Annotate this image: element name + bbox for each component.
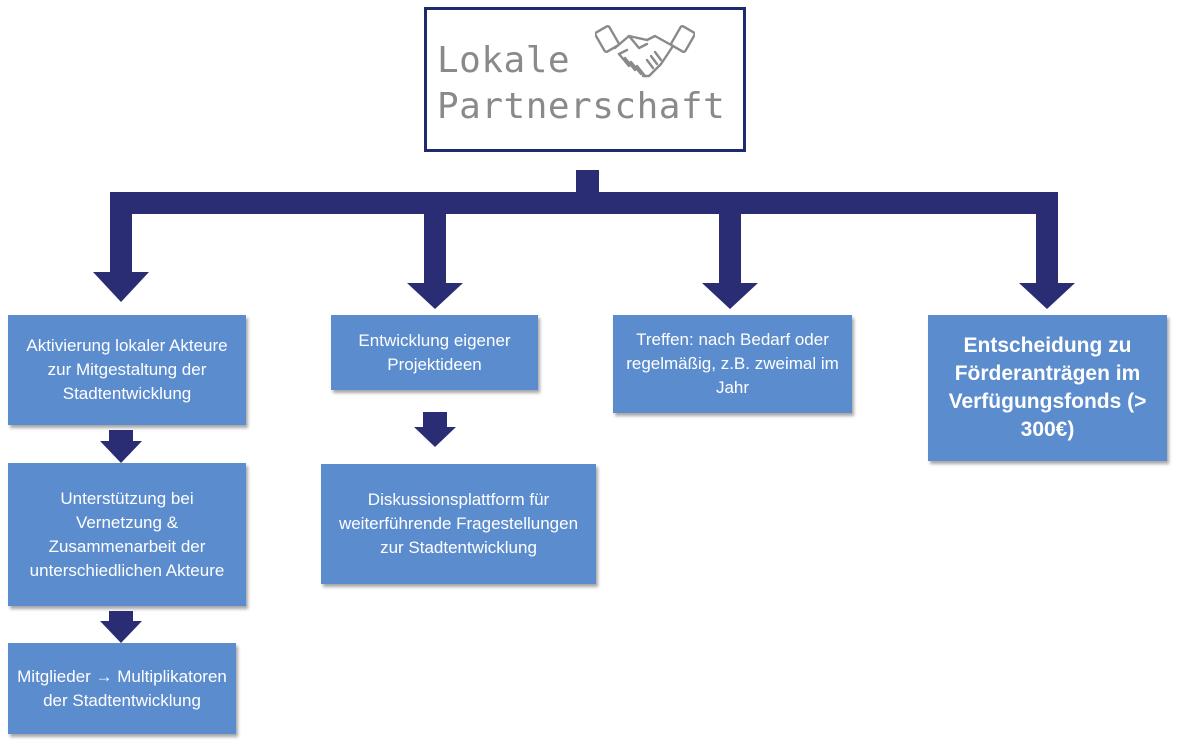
arrow-head-4 (1019, 283, 1075, 309)
box-mitglieder: Mitglieder → Multiplikatoren der Stadten… (8, 643, 236, 734)
handshake-icon (595, 25, 695, 78)
connector-stem (576, 170, 599, 195)
arrow-shaft-4 (1036, 192, 1058, 285)
title-line-1: Lokale (437, 40, 571, 81)
small-arrow-shaft-3 (423, 412, 447, 427)
box-unterstuetzung-text: Unterstützung bei Vernetzung & Zusammena… (29, 488, 225, 580)
title-box: Lokale Partnerschaft (424, 7, 746, 152)
box-aktivierung-text: Aktivierung lokaler Akteure zur Mitgesta… (26, 336, 228, 403)
box-entscheidung: Entscheidung zu Förderanträgen im Verfüg… (928, 315, 1167, 461)
box-treffen: Treffen: nach Bedarf oder regelmäßig, z.… (613, 315, 852, 413)
small-arrow-shaft-1 (109, 430, 133, 441)
small-arrow-head-1 (100, 441, 142, 463)
arrow-head-2 (407, 283, 463, 309)
box-mitglieder-text: Mitglieder → Multiplikatoren der Stadten… (17, 666, 227, 710)
small-arrow-head-2 (100, 621, 142, 643)
box-entscheidung-text: Entscheidung zu Förderanträgen im Verfüg… (948, 334, 1147, 441)
box-entwicklung: Entwicklung eigener Projektideen (331, 315, 538, 390)
small-arrow-head-3 (414, 427, 456, 447)
box-diskussion: Diskussionsplattform für weiterführende … (321, 464, 596, 584)
box-treffen-text: Treffen: nach Bedarf oder regelmäßig, z.… (626, 330, 839, 397)
small-arrow-shaft-2 (109, 611, 133, 621)
box-entwicklung-text: Entwicklung eigener Projektideen (358, 330, 511, 374)
box-aktivierung: Aktivierung lokaler Akteure zur Mitgesta… (8, 315, 246, 425)
title-line-2: Partnerschaft (437, 86, 726, 127)
arrow-head-1 (93, 272, 149, 302)
arrow-shaft-1 (110, 192, 132, 274)
arrow-head-3 (702, 283, 758, 309)
box-diskussion-text: Diskussionsplattform für weiterführende … (338, 490, 579, 557)
arrow-shaft-3 (719, 212, 741, 285)
arrow-shaft-2 (424, 212, 446, 285)
box-unterstuetzung: Unterstützung bei Vernetzung & Zusammena… (8, 463, 246, 606)
connector-bar (110, 192, 1058, 214)
